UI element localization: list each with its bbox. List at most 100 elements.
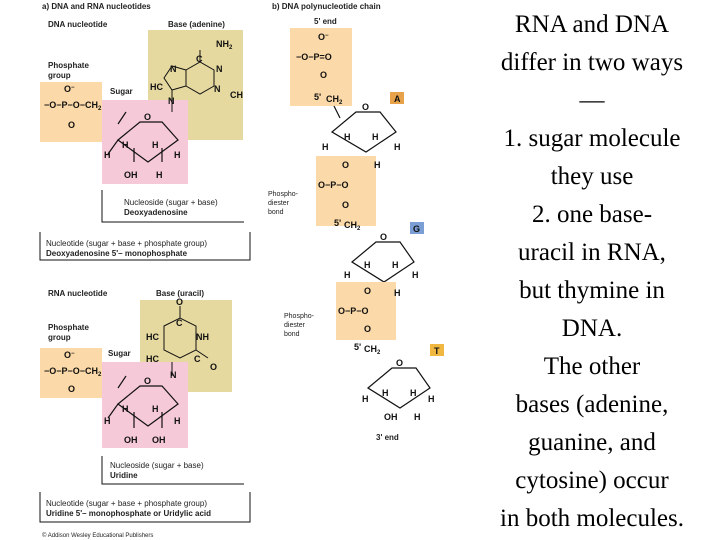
dna-base-label: Base (adenine) bbox=[168, 20, 225, 29]
slide-text-line: but thymine in bbox=[519, 277, 665, 304]
chain-phosphate-2 bbox=[316, 156, 376, 226]
svg-text:NH: NH bbox=[196, 332, 209, 342]
panel-b-heading: b) DNA polynucleotide chain bbox=[272, 2, 381, 11]
svg-text:H: H bbox=[104, 416, 111, 426]
svg-text:CH2: CH2 bbox=[326, 94, 343, 106]
svg-text:O−: O− bbox=[64, 350, 75, 360]
svg-text:O−: O− bbox=[64, 84, 75, 94]
rna-nucleoside-label-2: Uridine bbox=[110, 471, 138, 480]
svg-text:N: N bbox=[170, 64, 177, 74]
svg-text:H: H bbox=[412, 270, 419, 280]
slide-text-line: they use bbox=[550, 163, 634, 190]
chain-phosphate-1 bbox=[290, 28, 352, 106]
svg-text:O: O bbox=[362, 102, 369, 112]
svg-text:H: H bbox=[374, 160, 381, 170]
rna-phosphate-structure: O− −O−P−O−CH2 O bbox=[44, 350, 102, 394]
bond-label-1-line1: Phospho- bbox=[268, 191, 299, 198]
tag-base-t bbox=[430, 344, 444, 356]
five-prime-end: 5' end bbox=[314, 17, 337, 26]
svg-text:H: H bbox=[174, 416, 181, 426]
rna-sugar-label: Sugar bbox=[108, 349, 131, 358]
svg-text:H: H bbox=[122, 140, 129, 150]
uracil-structure bbox=[163, 306, 209, 376]
slide-text-line: 1. sugar molecule bbox=[503, 125, 681, 152]
dna-phosphate-label-1: Phosphate bbox=[48, 61, 89, 70]
slide-text-line: cytosine) occur bbox=[515, 467, 669, 494]
slide-text-line: guanine, and bbox=[528, 429, 656, 456]
bond-label-2-line2: diester bbox=[284, 322, 306, 329]
slide-text-line: — bbox=[579, 87, 605, 114]
bond-label-2-line3: bond bbox=[284, 331, 300, 338]
svg-text:−O−P−O−CH2: −O−P−O−CH2 bbox=[44, 366, 102, 378]
rna-phosphate-label-1: Phosphate bbox=[48, 323, 89, 332]
slide-text-line: DNA. bbox=[561, 315, 623, 342]
slide-text-line: in both molecules. bbox=[500, 505, 684, 532]
svg-text:O: O bbox=[68, 384, 75, 394]
tag-base-t-label: T bbox=[434, 346, 440, 356]
svg-text:N: N bbox=[170, 370, 177, 380]
slide-text-line: RNA and DNA bbox=[514, 11, 670, 38]
svg-text:H: H bbox=[392, 260, 399, 270]
svg-text:5': 5' bbox=[314, 92, 321, 102]
svg-text:H: H bbox=[344, 132, 351, 142]
rna-phosphate-region bbox=[40, 348, 102, 398]
svg-text:H: H bbox=[104, 150, 111, 160]
tag-base-g bbox=[410, 222, 424, 234]
svg-text:OH: OH bbox=[152, 435, 166, 445]
svg-text:O: O bbox=[144, 112, 151, 122]
svg-text:H: H bbox=[364, 260, 371, 270]
svg-text:H: H bbox=[156, 170, 163, 180]
svg-text:H: H bbox=[362, 394, 369, 404]
svg-text:O: O bbox=[380, 232, 387, 242]
svg-text:H: H bbox=[152, 404, 159, 414]
chain-sugar-3 bbox=[366, 367, 431, 409]
dna-phosphate-structure: O− −O−P−O−CH2 O bbox=[44, 84, 102, 130]
svg-text:O: O bbox=[68, 120, 75, 130]
chain-phosphate-3 bbox=[336, 282, 396, 340]
dna-nucleotide-title: DNA nucleotide bbox=[48, 20, 108, 29]
slide-body-text: RNA and DNA differ in two ways — 1. suga… bbox=[466, 6, 718, 538]
svg-text:C: C bbox=[176, 318, 183, 328]
svg-text:H: H bbox=[382, 388, 389, 398]
bond-label-2-line1: Phospho- bbox=[284, 313, 315, 320]
svg-text:−O−P−O−CH2: −O−P−O−CH2 bbox=[44, 100, 102, 112]
svg-text:CH: CH bbox=[230, 90, 243, 100]
svg-text:H: H bbox=[372, 132, 379, 142]
rna-phosphate-label-2: group bbox=[48, 333, 71, 342]
panel-a-heading: a) DNA and RNA nucleotides bbox=[42, 2, 151, 11]
rna-nucleotide-label-1: Nucleotide (sugar + base + phosphate gro… bbox=[46, 499, 207, 508]
tag-base-a-label: A bbox=[394, 94, 401, 104]
rna-nucleoside-label-1: Nucleoside (sugar + base) bbox=[110, 461, 204, 470]
svg-text:5': 5' bbox=[354, 342, 361, 352]
slide-text-line: The other bbox=[543, 353, 641, 380]
svg-text:O: O bbox=[320, 70, 327, 80]
dna-phosphate-region bbox=[40, 82, 102, 142]
svg-text:H: H bbox=[394, 142, 401, 152]
chain-sugar-1 bbox=[330, 105, 397, 153]
svg-text:−O−P=O: −O−P=O bbox=[296, 52, 332, 62]
svg-text:CH2: CH2 bbox=[364, 344, 381, 356]
svg-text:HC: HC bbox=[146, 332, 159, 342]
svg-text:H: H bbox=[322, 142, 329, 152]
svg-text:H: H bbox=[174, 150, 181, 160]
bond-label-1-line2: diester bbox=[268, 200, 290, 207]
svg-text:OH: OH bbox=[124, 170, 138, 180]
svg-text:OH: OH bbox=[384, 412, 398, 422]
nucleotide-diagram: a) DNA and RNA nucleotides DNA nucleotid… bbox=[39, 2, 444, 539]
adenine-structure bbox=[163, 50, 215, 112]
svg-text:O−P−O: O−P−O bbox=[318, 180, 349, 190]
svg-text:O: O bbox=[396, 358, 403, 368]
three-prime-end: 3' end bbox=[376, 433, 399, 442]
slide-text-line: bases (adenine, bbox=[515, 391, 669, 418]
copyright-notice: © Addison Wesley Educational Publishers bbox=[42, 532, 153, 539]
svg-text:CH2: CH2 bbox=[344, 220, 361, 232]
svg-text:HC: HC bbox=[146, 354, 159, 364]
rna-nucleotide-label-2: Uridine 5'– monophosphate or Uridylic ac… bbox=[46, 509, 211, 518]
bond-label-1-line3: bond bbox=[268, 209, 284, 216]
tag-base-a bbox=[390, 92, 404, 104]
svg-text:NH2: NH2 bbox=[216, 39, 233, 51]
svg-text:N: N bbox=[168, 96, 175, 106]
svg-text:O: O bbox=[364, 286, 371, 296]
rna-sugar-region bbox=[102, 362, 188, 448]
dna-nucleoside-label-1: Nucleoside (sugar + base) bbox=[124, 198, 218, 207]
